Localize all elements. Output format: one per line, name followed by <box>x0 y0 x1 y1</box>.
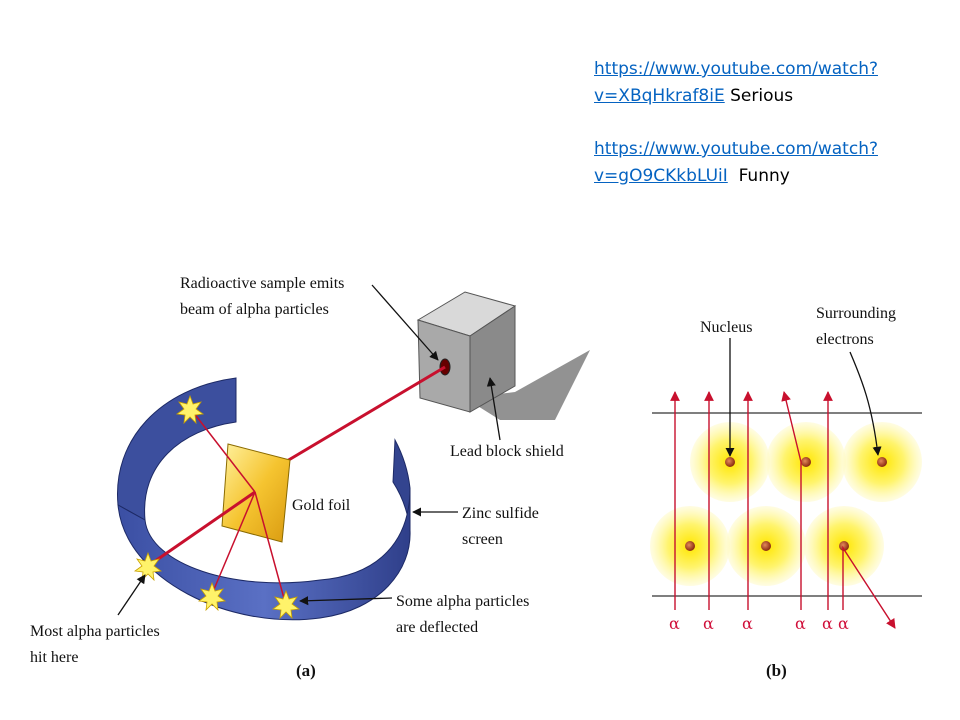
link-block-1: https://www.youtube.com/watch?v=XBqHkraf… <box>594 56 954 110</box>
label-source-line2: beam of alpha particles <box>180 301 329 318</box>
video-links: https://www.youtube.com/watch?v=XBqHkraf… <box>594 56 954 216</box>
scintillation-flashes <box>133 394 301 620</box>
nucleus-3 <box>877 457 887 467</box>
panel-b-callouts <box>725 338 882 457</box>
youtube-link-1[interactable]: https://www.youtube.com/watch?v=XBqHkraf… <box>594 59 878 106</box>
nucleus-4 <box>685 541 695 551</box>
caption-a: (a) <box>296 661 316 680</box>
label-source-line1: Radioactive sample emits <box>180 275 344 292</box>
nucleus-6 <box>839 541 849 551</box>
panel-a: Radioactive sample emits beam of alpha p… <box>30 275 590 680</box>
alpha-label-2: α <box>703 614 714 633</box>
label-electrons-line1: Surrounding <box>816 305 896 322</box>
panel-b: α α α α α α Nucleus Surrounding electron… <box>650 305 922 680</box>
link-block-2: https://www.youtube.com/watch?v=gO9CKkbL… <box>594 136 954 190</box>
label-zinc-line2: screen <box>462 531 503 548</box>
alpha-label-1: α <box>669 614 680 633</box>
label-deflected-line1: Some alpha particles <box>396 593 529 610</box>
caption-b: (b) <box>766 661 787 680</box>
label-lead-block: Lead block shield <box>450 443 564 460</box>
label-deflected-line2: are deflected <box>396 619 478 636</box>
alpha-label-3: α <box>742 614 753 633</box>
flash-2 <box>133 551 163 582</box>
screen-back <box>117 377 237 521</box>
lead-block-shadow <box>465 350 590 420</box>
callout-arrows <box>117 284 501 616</box>
electron-clouds <box>650 422 922 586</box>
nucleus-1 <box>725 457 735 467</box>
lead-block <box>416 291 517 413</box>
label-gold-foil: Gold foil <box>292 497 351 514</box>
link-note-2: Funny <box>738 166 790 186</box>
nucleus-5 <box>761 541 771 551</box>
nuclei <box>685 457 887 551</box>
youtube-link-2[interactable]: https://www.youtube.com/watch?v=gO9CKkbL… <box>594 139 878 186</box>
alpha-label-6: α <box>838 614 849 633</box>
label-most-line1: Most alpha particles <box>30 623 160 640</box>
flash-1 <box>175 394 205 425</box>
nucleus-2 <box>801 457 811 467</box>
flash-3 <box>197 581 227 612</box>
flash-4 <box>271 589 301 620</box>
deflection-paths <box>147 407 286 603</box>
label-zinc-line1: Zinc sulfide <box>462 505 539 522</box>
label-nucleus: Nucleus <box>700 319 752 336</box>
alpha-trajectories <box>670 391 896 629</box>
label-electrons-line2: electrons <box>816 331 874 348</box>
link-note-1: Serious <box>730 86 794 106</box>
alpha-labels: α α α α α α <box>669 614 849 633</box>
alpha-label-5: α <box>822 614 833 633</box>
label-most-line2: hit here <box>30 649 78 666</box>
alpha-label-4: α <box>795 614 806 633</box>
